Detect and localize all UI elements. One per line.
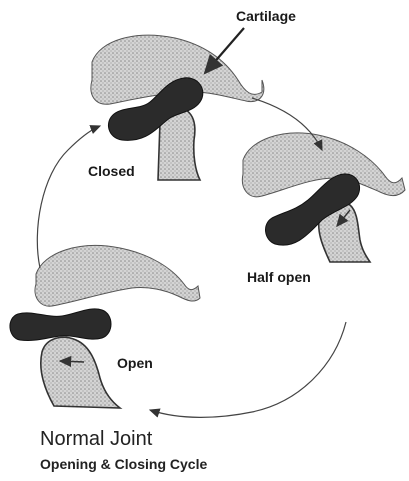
open-disc: [10, 309, 111, 341]
diagram-title: Normal Joint: [40, 428, 152, 451]
open-label: Open: [117, 355, 153, 371]
diagram-subtitle: Opening & Closing Cycle: [40, 456, 207, 472]
half-open-label: Half open: [247, 269, 311, 285]
closed-joint: [91, 35, 264, 180]
open-condyle: [41, 337, 120, 408]
cartilage-label: Cartilage: [236, 8, 296, 24]
open-joint: [10, 246, 200, 408]
open-movement-arrow: [60, 361, 84, 362]
cycle-arrow-half-open-to-open: [150, 322, 346, 417]
closed-label: Closed: [88, 163, 135, 179]
open-skull-bone: [35, 246, 200, 307]
half-open-joint: [242, 133, 405, 262]
